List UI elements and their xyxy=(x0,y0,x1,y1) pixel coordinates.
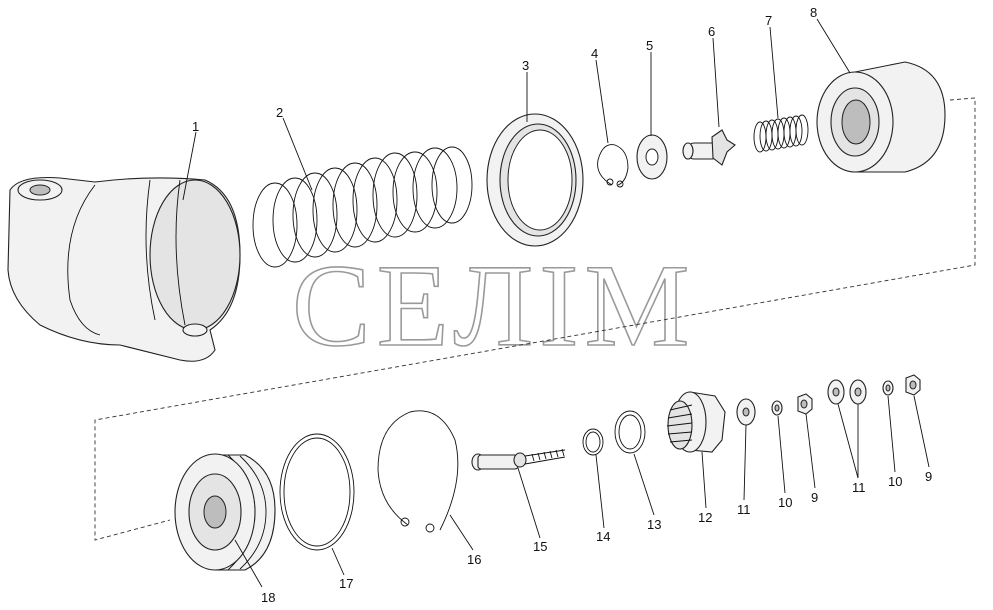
callout-10a: 10 xyxy=(778,495,792,510)
callout-11b: 11 xyxy=(852,480,866,495)
callout-17: 17 xyxy=(339,576,353,591)
callout-3: 3 xyxy=(522,58,529,73)
callout-16: 16 xyxy=(467,552,481,567)
part-8-cap xyxy=(816,61,946,173)
part-11-washer-pair xyxy=(827,379,867,405)
part-18-piston xyxy=(174,453,276,571)
part-16-snap-ring xyxy=(377,410,459,533)
callout-7: 7 xyxy=(765,13,772,28)
callout-2: 2 xyxy=(276,105,283,120)
callout-8: 8 xyxy=(810,5,817,20)
callout-11a: 11 xyxy=(737,502,751,517)
callout-13: 13 xyxy=(647,517,661,532)
part-4-retaining-ring xyxy=(597,144,629,188)
part-15-bolt xyxy=(471,448,566,471)
callout-9a: 9 xyxy=(811,490,818,505)
leader-lines xyxy=(182,18,930,588)
part-12-threaded-plug xyxy=(666,391,726,453)
part-17-o-ring xyxy=(279,433,355,551)
callout-4: 4 xyxy=(591,46,598,61)
watermark-text: СЕЛІМ xyxy=(292,240,695,371)
callout-12: 12 xyxy=(698,510,712,525)
callout-labels: 1 2 3 4 5 6 7 8 18 17 16 15 14 13 12 11 … xyxy=(192,5,932,605)
part-10-small-washer-b xyxy=(882,380,894,396)
callout-6: 6 xyxy=(708,24,715,39)
part-5-washer xyxy=(636,134,668,180)
part-3-seal-ring xyxy=(486,113,584,247)
callout-14: 14 xyxy=(596,529,610,544)
part-9-nut-a xyxy=(797,393,813,415)
callout-1: 1 xyxy=(192,119,199,134)
assembly-axis-line xyxy=(94,97,976,541)
callout-9b: 9 xyxy=(925,469,932,484)
part-9-nut-b xyxy=(905,374,921,396)
part-7-small-spring xyxy=(753,114,809,153)
callout-18: 18 xyxy=(261,590,275,605)
part-10-small-washer-a xyxy=(771,400,783,416)
part-6-valve-pin xyxy=(682,129,736,166)
part-14-small-ring xyxy=(582,428,604,456)
callout-15: 15 xyxy=(533,539,547,554)
callout-5: 5 xyxy=(646,38,653,53)
part-13-ring xyxy=(614,410,646,454)
callout-10b: 10 xyxy=(888,474,902,489)
part-11-washer-a xyxy=(736,398,756,426)
part-2-spring xyxy=(252,146,473,268)
part-1-housing xyxy=(7,176,241,362)
